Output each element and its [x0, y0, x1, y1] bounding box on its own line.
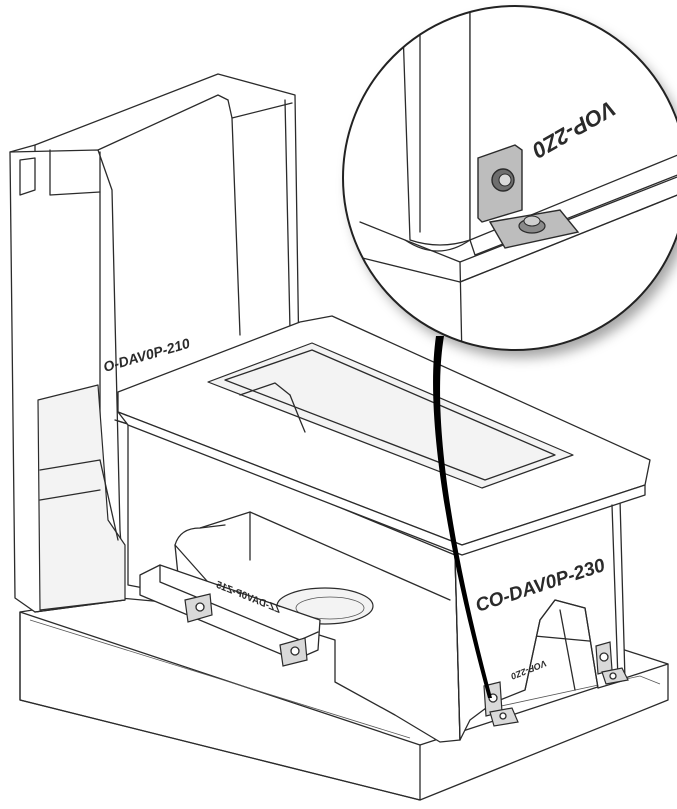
zoomed-foot-bracket	[477, 144, 580, 249]
detail-callout: VOP-2Z0	[342, 5, 677, 351]
main-box	[117, 315, 651, 743]
back-tall-part	[9, 73, 301, 613]
center-bracket: ZZ-DAV0P-Z15	[139, 564, 321, 667]
callout-leader	[433, 336, 492, 698]
rear-foot-bracket	[595, 641, 629, 685]
